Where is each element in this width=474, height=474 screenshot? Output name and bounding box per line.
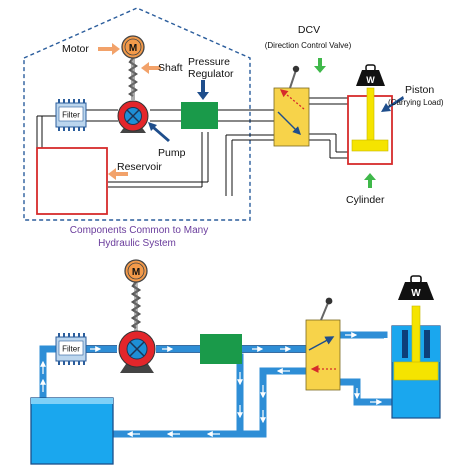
flow-arrows <box>40 332 383 437</box>
bottom-weight: W <box>398 275 434 300</box>
bottom-dcv <box>305 297 341 391</box>
reservoir-label: Reservoir <box>117 161 162 173</box>
pressure-regulator-label-1: Pressure <box>188 56 230 68</box>
bottom-weight-symbol: W <box>411 288 421 299</box>
top-filter-label: Filter <box>62 111 80 120</box>
dcv-label: DCV <box>298 24 320 36</box>
bottom-cylinder <box>391 305 441 419</box>
bottom-filter: Filter <box>55 333 87 365</box>
top-reservoir <box>36 147 108 215</box>
bottom-motor: M <box>124 259 148 332</box>
dcv-arrow <box>314 58 326 73</box>
top-weight-symbol: W <box>366 75 375 85</box>
top-pump <box>117 100 149 133</box>
bottom-reservoir <box>30 397 114 465</box>
bottom-filter-label: Filter <box>62 345 80 354</box>
top-filter: Filter <box>55 99 87 131</box>
top-pipes <box>36 97 348 196</box>
dcv-full-label: (Direction Control Valve) <box>265 41 352 50</box>
cylinder-label: Cylinder <box>346 194 385 206</box>
motor-arrow <box>98 43 120 55</box>
top-dcv <box>273 65 310 147</box>
pressure-regulator-label-2: Regulator <box>188 68 234 80</box>
regulator-arrow <box>197 80 209 100</box>
bottom-pipe-outlines <box>86 345 306 353</box>
top-weight: W <box>356 64 385 86</box>
piston-load-label: (Carrying Load) <box>388 98 444 107</box>
reservoir-arrow <box>108 168 128 180</box>
bottom-pressure-regulator <box>200 334 242 364</box>
top-motor: M <box>121 35 145 100</box>
top-cylinder <box>347 87 393 165</box>
top-motor-symbol: M <box>129 43 137 54</box>
cylinder-arrow <box>364 173 376 188</box>
bottom-motor-symbol: M <box>132 267 140 278</box>
pump-arrow <box>148 122 170 142</box>
shaft-label: Shaft <box>158 62 183 74</box>
shaft-arrow <box>141 62 161 74</box>
motor-label: Motor <box>62 43 89 55</box>
top-schematic: Filter M <box>23 7 444 249</box>
callout-arrows <box>98 43 404 188</box>
bottom-schematic: Filter M <box>30 259 441 465</box>
caption-line-1: Components Common to Many <box>70 225 208 236</box>
bottom-pump <box>118 330 156 373</box>
pump-label: Pump <box>158 147 186 159</box>
top-pressure-regulator <box>181 102 218 129</box>
piston-arrow <box>381 96 404 112</box>
piston-label: Piston <box>405 84 434 96</box>
caption-line-2: Hydraulic System <box>98 238 176 249</box>
